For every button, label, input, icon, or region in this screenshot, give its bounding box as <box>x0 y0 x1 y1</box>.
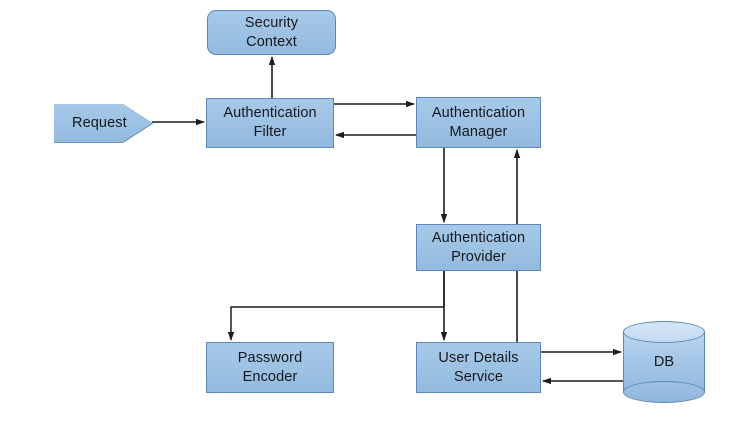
node-security-context[interactable]: Security Context <box>207 10 336 55</box>
node-password-encoder-label: Password Encoder <box>237 349 303 385</box>
db-cylinder-top <box>623 321 705 343</box>
node-authentication-provider[interactable]: Authentication Provider <box>416 224 541 271</box>
node-security-context-label: Security Context <box>244 14 299 50</box>
db-cylinder-bottom <box>623 381 705 403</box>
node-db-label: DB <box>653 354 675 370</box>
connector-provider-to-password-encoder <box>227 271 445 341</box>
node-authentication-manager-label: Authentication Manager <box>431 104 526 140</box>
node-authentication-manager[interactable]: Authentication Manager <box>416 97 541 148</box>
node-user-details-service[interactable]: User Details Service <box>416 342 541 393</box>
node-request-label: Request <box>72 114 127 131</box>
node-authentication-filter-label: Authentication Filter <box>223 105 317 140</box>
node-user-details-service-label: User Details Service <box>438 349 519 385</box>
node-authentication-provider-label: Authentication Provider <box>431 229 526 265</box>
node-authentication-filter[interactable]: Authentication Filter <box>206 98 334 148</box>
node-password-encoder[interactable]: Password Encoder <box>206 342 334 393</box>
node-db[interactable]: DB <box>623 321 705 403</box>
